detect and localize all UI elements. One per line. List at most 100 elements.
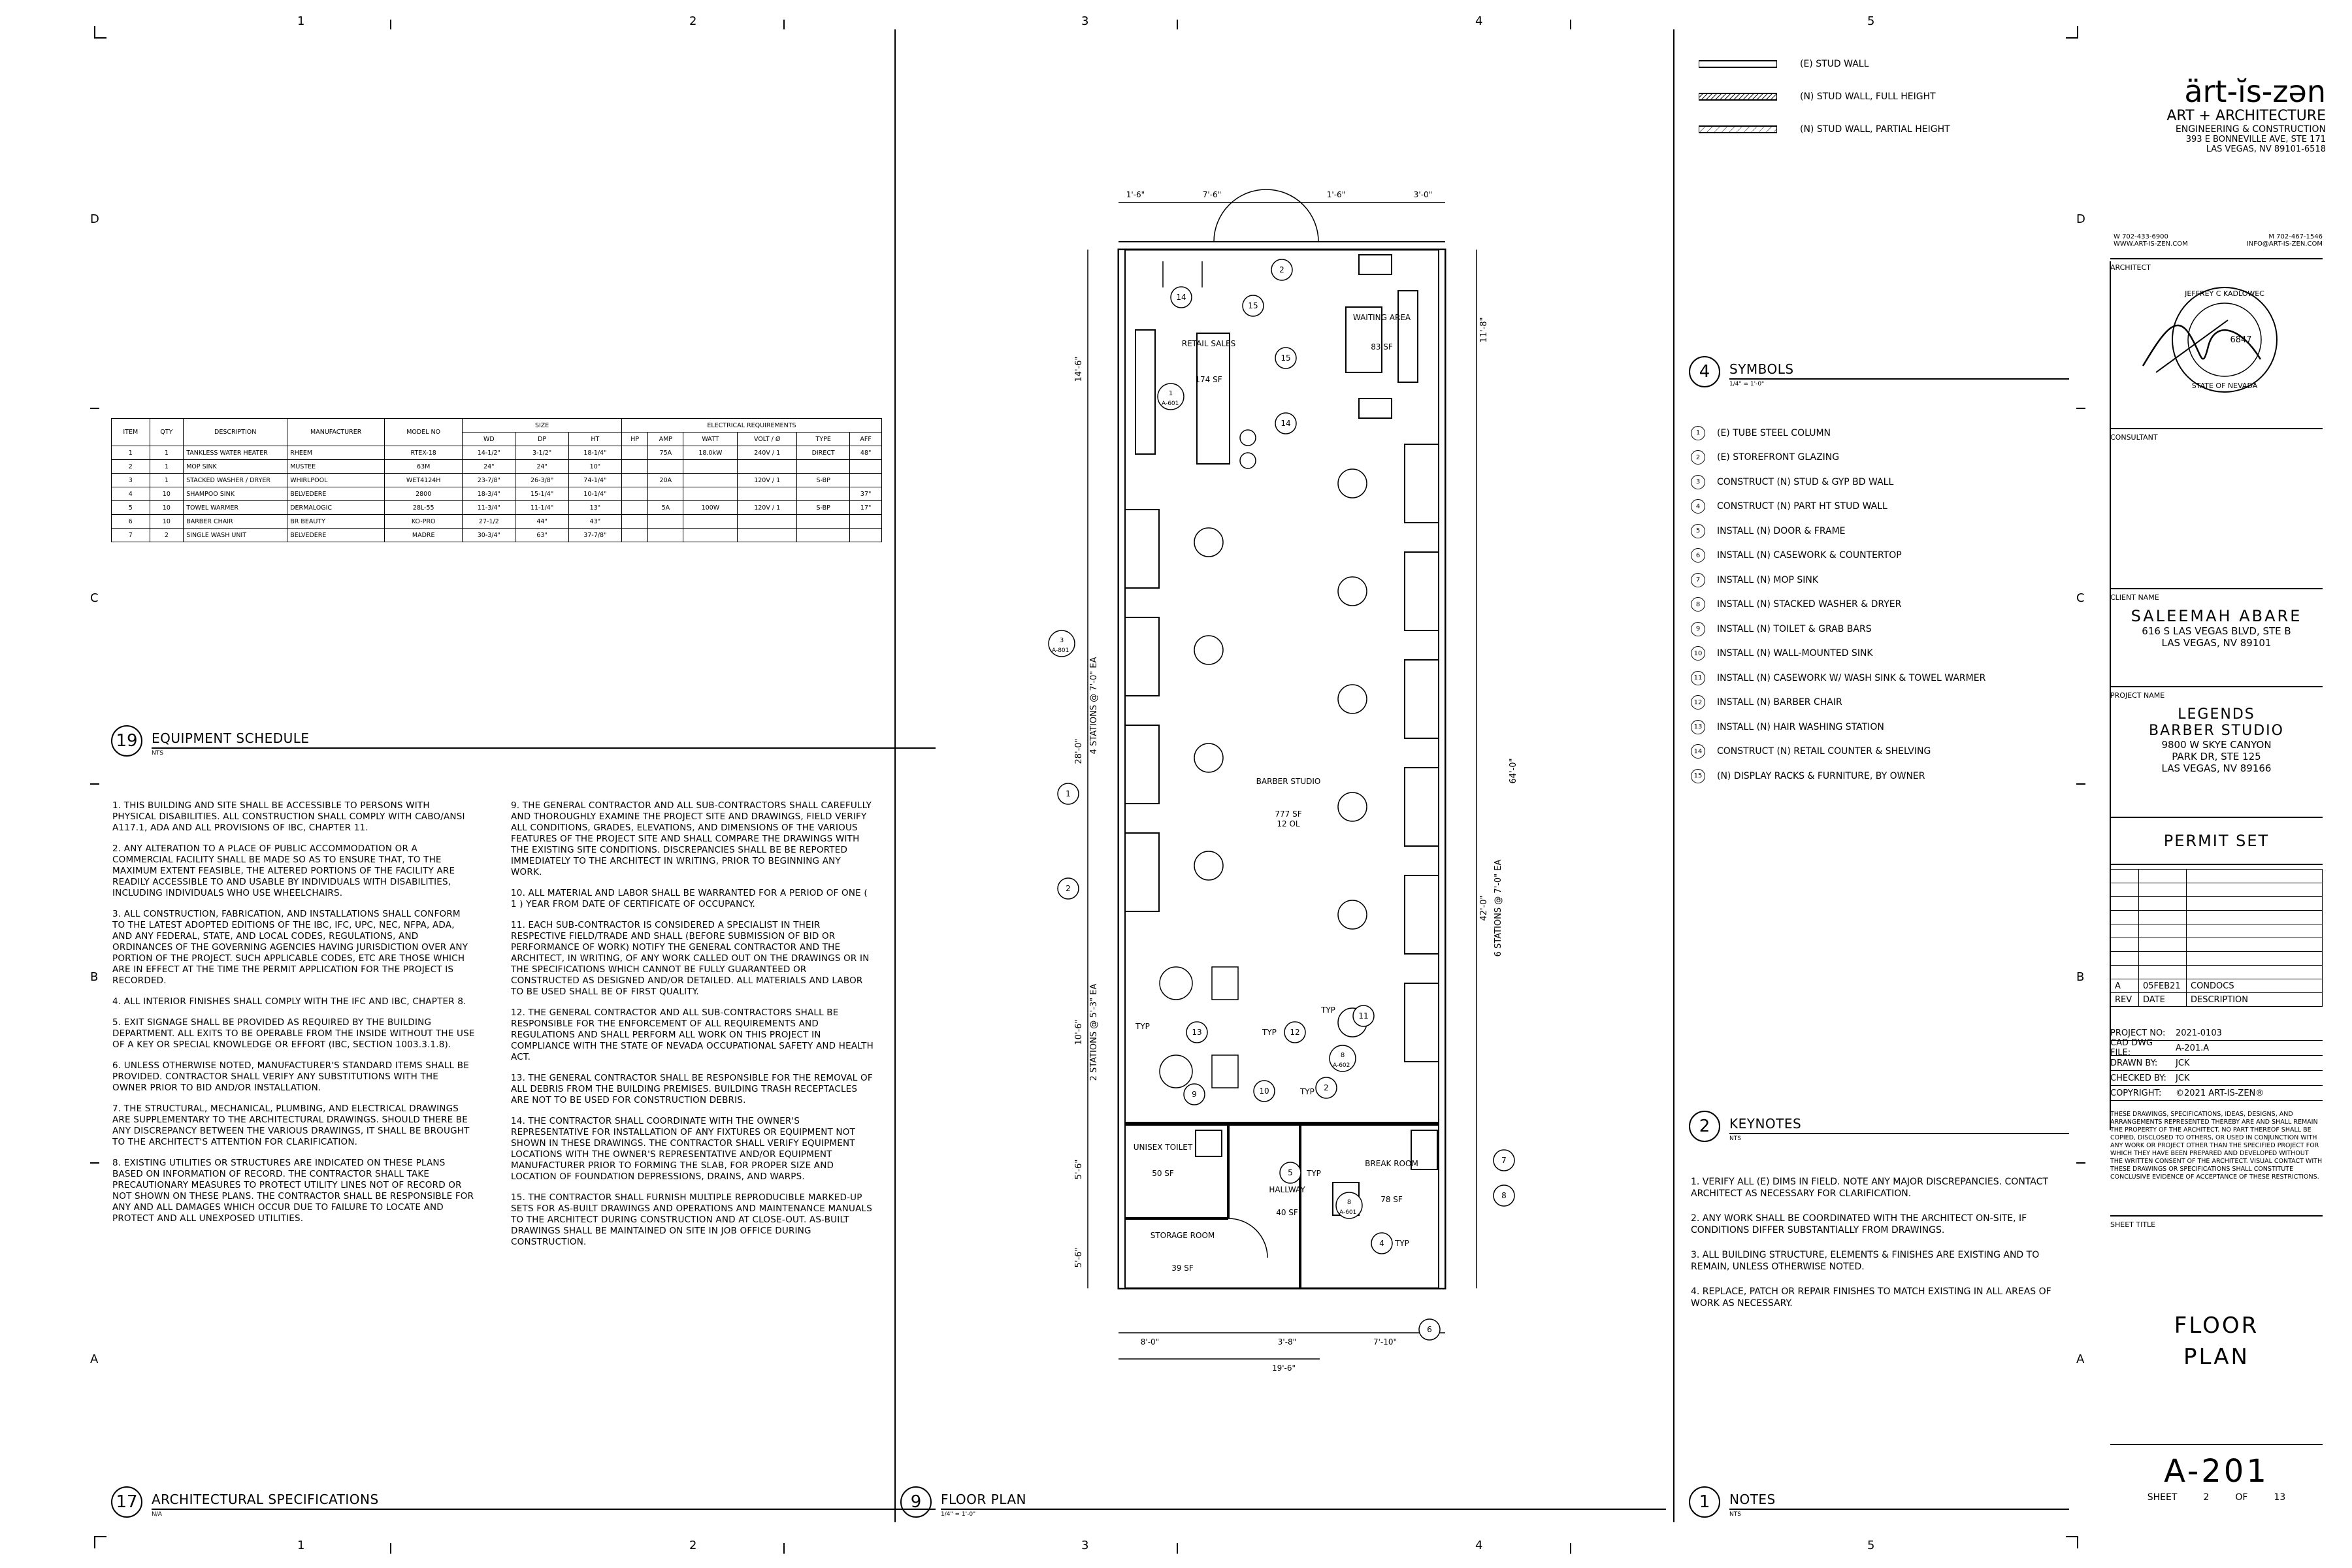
col-header: REV [2110,992,2139,1007]
symbol-number: 14 [1691,744,1705,759]
typ-label: TYP [1320,1005,1335,1015]
table-cell: 10 [149,500,184,515]
svg-text:11: 11 [1358,1011,1368,1021]
section-label: ARCHITECT [2110,263,2151,272]
website-link[interactable]: WWW.ART-IS-ZEN.COM [2114,240,2188,248]
overall-bottom-dim: 19'-6" [1272,1364,1296,1373]
section-ref: A-801 [1052,647,1069,654]
top-dim-3: 1'-6" [1327,190,1345,199]
spec-item: 7. THE STRUCTURAL, MECHANICAL, PLUMBING,… [112,1103,470,1147]
table-cell [796,487,851,501]
floor-plan-drawing: 1'-6" 7'-6" 1'-6" 3'-0" 8'-0" 3'-8" 7'-1… [1048,189,1518,1373]
table-cell: 4 [111,487,150,501]
revision-header: REV DATE DESCRIPTION [2110,992,2323,1007]
grid-col-2: 2 [689,14,697,28]
symbol-number: 3 [1691,474,1705,489]
symbol-item: 5 INSTALL (N) DOOR & FRAME [1691,519,1985,544]
table-header: WD DP HT HP AMP WATT VOLT / Ø TYPE AFF [112,432,882,446]
table-cell: 14-1/2" [462,446,516,460]
grid-row-b-right: B [2076,970,2085,984]
table-cell: BELVEDERE [287,528,385,542]
symbol-number: 5 [1691,523,1705,538]
title-block-firm: ärt-ĭs-zən ART + ARCHITECTURE ENGINEERIN… [2110,75,2326,154]
table-cell [621,500,649,515]
table-cell [796,528,851,542]
table-cell [849,473,882,487]
left-dim-1: 14'-6" [1074,356,1084,382]
symbol-number: 15 [1691,768,1705,783]
project-info-row: CHECKED BY:JCK [2110,1071,2323,1086]
table-cell: 24" [515,459,569,474]
grid-col-4: 4 [1475,14,1483,28]
spec-item: 2. ANY ALTERATION TO A PLACE OF PUBLIC A… [112,843,455,898]
svg-text:8: 8 [1341,1052,1345,1059]
seal-name: JEFFREY C KADLOWEC [2184,289,2264,298]
room-ol: 12 OL [1277,819,1300,828]
grid-row-b: B [90,970,99,984]
phone-m: M 702-467-1546 [2268,233,2323,240]
table-cell: BARBER CHAIR [183,514,288,529]
table-cell: 2800 [384,487,463,501]
phone-w: W 702-433-6900 [2114,233,2168,240]
table-cell [621,514,649,529]
svg-text:2: 2 [1324,1083,1329,1092]
spec-item: 15. THE CONTRACTOR SHALL FURNISH MULTIPL… [511,1192,873,1247]
spec-item: 8. EXISTING UTILITIES OR STRUCTURES ARE … [112,1158,474,1224]
project-name: LEGENDS [2178,706,2255,723]
rev-letter: A [2110,979,2139,993]
table-cell: BELVEDERE [287,487,385,501]
wall-legend: (E) STUD WALL (N) STUD WALL, FULL HEIGHT… [1699,48,1950,146]
symbol-number: 13 [1691,719,1705,734]
detail-title: ARCHITECTURAL SPECIFICATIONS [152,1492,936,1510]
info-value: JCK [2176,1058,2190,1068]
detail-bubble: 9 [900,1486,932,1518]
firm-subtitle: ENGINEERING & CONSTRUCTION [2175,124,2326,135]
table-cell: 11-3/4" [462,500,516,515]
firm-contact: W 702-433-6900 M 702-467-1546 WWW.ART-IS… [2114,233,2323,248]
svg-text:2: 2 [1279,265,1284,274]
typ-label: TYP [1306,1169,1321,1178]
table-cell: 11-1/4" [515,500,569,515]
detail-title: FLOOR PLAN [941,1492,1666,1510]
room-area: 777 SF [1275,809,1301,819]
col-header: WATT [683,432,738,446]
table-cell: 43" [568,514,623,529]
table-cell: STACKED WASHER / DRYER [183,473,288,487]
symbol-text: INSTALL (N) DOOR & FRAME [1717,525,1846,536]
spec-item: 5. EXIT SIGNAGE SHALL BE PROVIDED AS REQ… [112,1017,475,1050]
legend-row-full: (N) STUD WALL, FULL HEIGHT [1699,80,1950,113]
table-cell: RHEEM [287,446,385,460]
client-address: LAS VEGAS, NV 89101 [2161,637,2272,649]
detail-title: SYMBOLS [1729,361,2069,380]
email-link[interactable]: INFO@ART-IS-ZEN.COM [2246,240,2323,248]
info-label: PROJECT NO: [2110,1028,2166,1038]
table-cell: 27-1/2 [462,514,516,529]
table-cell: 10 [149,487,184,501]
set-name: PERMIT SET [2163,832,2270,850]
svg-text:9: 9 [1192,1090,1197,1099]
table-cell [621,473,649,487]
spec-item: 11. EACH SUB-CONTRACTOR IS CONSIDERED A … [511,920,870,997]
col-header: HP [621,432,649,446]
typ-label: TYP [1135,1022,1150,1031]
table-cell: 120V / 1 [737,500,798,515]
table-cell: 37-7/8" [568,528,623,542]
svg-text:13: 13 [1192,1028,1201,1037]
table-cell: DERMALOGIC [287,500,385,515]
client-section: CLIENT NAME SALEEMAH ABARE 616 S LAS VEG… [2110,588,2323,649]
col-header: MANUFACTURER [287,418,385,446]
symbol-item: 15(N) DISPLAY RACKS & FURNITURE, BY OWNE… [1691,764,1985,789]
table-cell [647,514,684,529]
top-dim-4: 3'-0" [1414,190,1432,199]
spec-item: 6. UNLESS OTHERWISE NOTED, MANUFACTURER'… [112,1060,469,1093]
table-cell [737,459,798,474]
right-dim-4: 64'-0" [1509,758,1518,783]
legend-label: (N) STUD WALL, PARTIAL HEIGHT [1800,124,1950,135]
table-cell: 6 [111,514,150,529]
rev-desc: CONDOCS [2186,979,2323,993]
symbols-title: 4 SYMBOLS 1/4" = 1'-0" [1689,356,2069,387]
rev-date: 05FEB21 [2138,979,2187,993]
